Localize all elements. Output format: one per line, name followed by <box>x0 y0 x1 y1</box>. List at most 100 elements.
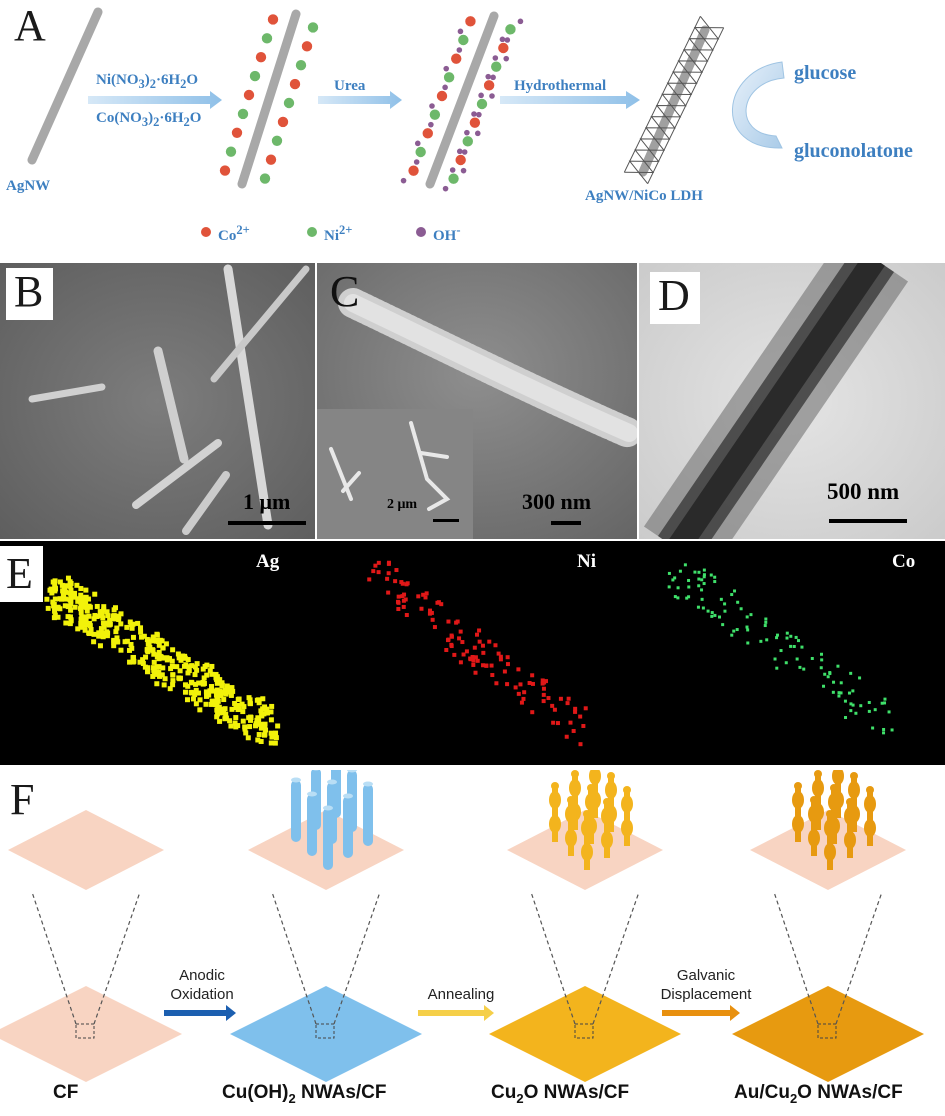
eds-dot <box>849 709 853 713</box>
nanowire-bulge <box>601 831 613 849</box>
eds-dot <box>137 659 143 665</box>
eds-dot <box>68 607 74 613</box>
eds-dot <box>204 672 210 678</box>
eds-dot <box>735 628 739 632</box>
eds-dot <box>107 617 113 623</box>
scale-bar-b: 1 μm <box>243 489 291 514</box>
oh-ion <box>400 177 407 184</box>
eds-dot <box>376 570 381 575</box>
eds-dot <box>214 707 220 713</box>
eds-dot <box>421 592 426 597</box>
eds-dot <box>156 638 162 644</box>
eds-dot <box>449 642 454 647</box>
eds-dot <box>67 590 73 596</box>
nanowire <box>568 800 574 856</box>
eds-dot <box>571 728 576 733</box>
eds-dot <box>779 649 783 653</box>
eds-dot <box>68 617 74 623</box>
oh-ion <box>517 18 524 25</box>
eds-dot <box>111 639 117 645</box>
eds-dot <box>473 655 478 660</box>
ion <box>225 145 237 158</box>
eds-dot <box>129 645 135 651</box>
eds-dot <box>573 706 578 711</box>
eds-dot <box>749 613 753 617</box>
eds-dot <box>843 699 847 703</box>
eds-dot <box>151 665 157 671</box>
eds-dot <box>849 702 853 706</box>
nanowire <box>608 776 614 832</box>
arrow-annealing-head <box>484 1005 494 1021</box>
eds-dot <box>112 605 118 611</box>
eds-dot <box>240 718 246 724</box>
large-substrate <box>230 986 422 1082</box>
eds-dot <box>207 668 213 674</box>
eds-dot <box>47 587 53 593</box>
eds-dot <box>859 704 863 708</box>
eds-dot <box>217 677 223 683</box>
large-substrate <box>732 986 924 1082</box>
eds-dot <box>871 726 875 730</box>
eds-dot <box>702 582 706 586</box>
eds-dot <box>847 691 851 695</box>
cu-oh-nanowire <box>291 780 301 842</box>
eds-dot <box>178 657 184 663</box>
eds-dot <box>764 617 768 621</box>
eds-dot <box>189 690 195 696</box>
eds-dot <box>795 657 799 661</box>
cu-oh-nanowire <box>343 796 353 858</box>
eds-dot <box>159 638 165 644</box>
eds-dot <box>763 624 767 628</box>
eds-dot <box>176 675 182 681</box>
nanowire <box>572 774 578 830</box>
oh-ion <box>504 37 511 43</box>
eds-dot <box>160 645 166 651</box>
eds-dot <box>127 659 133 665</box>
eds-dot <box>192 672 198 678</box>
eds-dot <box>213 671 219 677</box>
eds-dot <box>256 700 262 706</box>
eds-dot <box>240 709 246 715</box>
eds-dot <box>258 721 264 727</box>
eds-dot <box>94 603 100 609</box>
eds-dot <box>68 601 74 607</box>
eds-dot <box>201 675 207 681</box>
eds-dot <box>144 647 150 653</box>
oh-ion <box>461 149 468 155</box>
eds-dot <box>193 681 199 687</box>
eds-dot <box>798 665 802 669</box>
eds-dot <box>222 716 228 722</box>
eds-dot <box>182 689 188 695</box>
oh-ion <box>489 93 495 99</box>
eds-dot <box>269 734 275 740</box>
eds-dot <box>241 704 247 710</box>
eds-dot <box>475 632 480 637</box>
eds-dot <box>82 614 88 620</box>
oh-ion <box>449 167 456 173</box>
eds-dot <box>822 684 826 688</box>
eds-dot <box>436 600 441 605</box>
arrow-2 <box>318 91 402 109</box>
eds-dot <box>819 666 823 670</box>
eds-dot <box>209 698 215 704</box>
eds-dot <box>261 711 267 717</box>
eds-dot <box>62 603 68 609</box>
eds-dot <box>494 681 499 686</box>
eds-dot <box>101 624 107 630</box>
eds-dot <box>110 613 116 619</box>
eds-dot <box>464 649 469 654</box>
eds-dot <box>820 658 824 662</box>
panel-a-label: A <box>14 1 46 50</box>
oh-ion <box>464 129 470 136</box>
eds-dot <box>831 690 835 694</box>
nanowire <box>831 788 837 844</box>
eds-dot <box>496 651 501 656</box>
eds-dot <box>416 594 421 599</box>
inset-scale-bar-c: 2 μm <box>387 497 418 512</box>
glucose-arc <box>732 61 785 149</box>
eds-dot <box>721 623 725 627</box>
eds-dot <box>130 654 136 660</box>
eds-dot <box>235 723 241 729</box>
eds-dot <box>706 609 710 613</box>
oh-ion <box>471 111 477 117</box>
